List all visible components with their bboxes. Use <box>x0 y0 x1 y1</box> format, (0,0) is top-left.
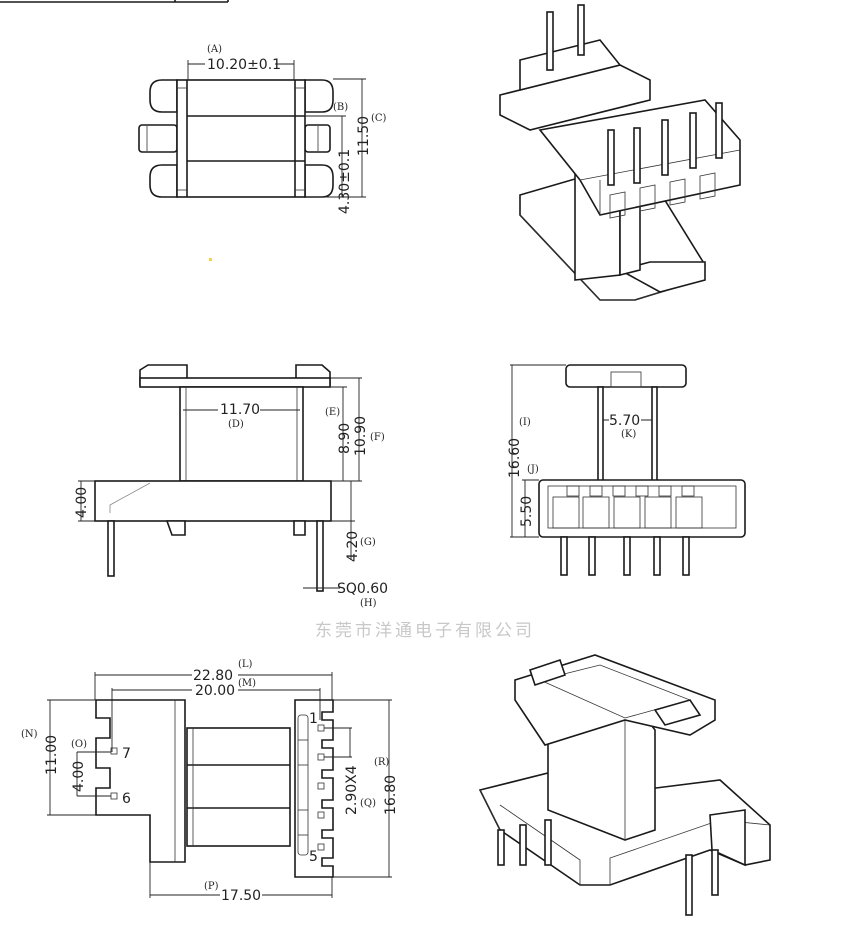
dim-tag-f: (F) <box>370 432 385 443</box>
dim-value-j: 5.50 <box>519 496 535 527</box>
top-view: (A) 10.20±0.1 (B) (C) 11.50 4.30±0.1 <box>138 44 387 261</box>
isometric-view-top <box>499 4 741 301</box>
dim-value-b: 4.30±0.1 <box>337 149 353 214</box>
dim-tag-q: (Q) <box>360 798 376 809</box>
company-watermark: 东莞市洋通电子有限公司 <box>315 621 535 641</box>
dim-value-f: 10.90 <box>353 416 369 456</box>
dim-value-base: 4.00 <box>74 487 90 518</box>
dim-value-n: 11.00 <box>44 735 60 775</box>
pin-label-7: 7 <box>122 746 131 762</box>
pin-label-5: 5 <box>309 849 318 865</box>
dim-value-d: 11.70 <box>220 402 260 418</box>
dim-tag-r: (R) <box>374 757 389 768</box>
dim-value-i: 16.60 <box>507 438 523 478</box>
dim-value-q: 2.90X4 <box>344 765 360 815</box>
dim-tag-g: (G) <box>360 537 376 548</box>
dim-tag-i: (I) <box>519 417 531 428</box>
side-view: 11.70 (D) (E) 8.90 10.90 (F) 4.00 4.20 (… <box>74 364 388 609</box>
title-block-fragment <box>0 0 229 3</box>
isometric-view-bottom <box>478 654 771 916</box>
pin-label-1: 1 <box>309 711 318 727</box>
dim-tag-h: (H) <box>360 598 377 609</box>
dim-value-m: 20.00 <box>195 683 235 699</box>
pin-label-6: 6 <box>122 791 131 807</box>
dim-tag-k: (K) <box>621 429 636 440</box>
dim-tag-d: (D) <box>228 419 244 430</box>
dim-value-k: 5.70 <box>609 413 640 429</box>
dim-value-r: 16.80 <box>383 775 399 815</box>
stray-mark <box>209 258 212 261</box>
bottom-view: 7 6 1 5 22.80 (L) 20.00 (M) (N) 11.00 (O… <box>21 659 399 904</box>
dim-tag-c: (C) <box>371 113 387 124</box>
dim-tag-e: (E) <box>325 407 340 418</box>
dim-tag-p: (P) <box>204 881 219 892</box>
dim-tag-n: (N) <box>21 729 38 740</box>
dim-tag-l: (L) <box>238 659 253 670</box>
front-view: (I) 16.60 (J) 5.50 5.70 (K) <box>507 364 746 576</box>
dim-tag-b: (B) <box>333 102 348 113</box>
dim-tag-a: (A) <box>207 44 222 55</box>
dim-tag-j: (J) <box>527 464 539 475</box>
dim-value-h: SQ0.60 <box>337 581 388 597</box>
dim-value-l: 22.80 <box>193 668 233 684</box>
dim-value-g: 4.20 <box>345 531 361 562</box>
dim-tag-m: (M) <box>238 678 256 689</box>
dim-value-e: 8.90 <box>337 423 353 454</box>
dim-value-o: 4.00 <box>71 761 87 792</box>
dim-value-c: 11.50 <box>356 116 372 156</box>
dim-value-p: 17.50 <box>221 888 261 904</box>
dim-tag-o: (O) <box>71 739 87 750</box>
dim-value-a: 10.20±0.1 <box>207 57 281 73</box>
